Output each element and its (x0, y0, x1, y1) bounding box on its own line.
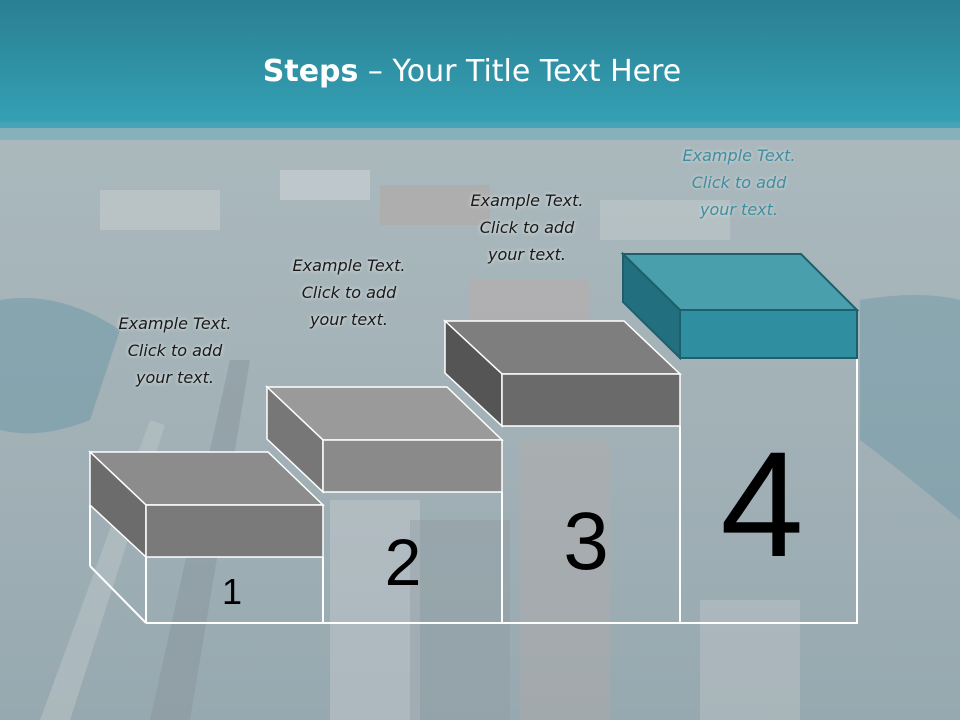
step-1-caption[interactable]: Example Text. Click to add your text. (90, 310, 260, 391)
slide-title[interactable]: Steps – Your Title Text Here (0, 54, 944, 89)
step-1-caption-line2: Click to add (127, 341, 223, 360)
step-1-caption-line1: Example Text. (118, 314, 232, 333)
step-4-caption-line3: your text. (699, 200, 778, 219)
building (700, 600, 800, 720)
step-4-caption-line2: Click to add (691, 173, 787, 192)
step-4-number: 4 (720, 420, 803, 588)
step-4-block[interactable] (620, 251, 860, 361)
building (600, 200, 730, 240)
step-1-front (145, 504, 324, 558)
step-3-number: 3 (563, 496, 609, 587)
water-right (860, 295, 960, 520)
step-3-front (501, 373, 681, 427)
step-3-block[interactable] (443, 319, 682, 428)
step-2-block[interactable] (265, 385, 504, 494)
step-3-caption-line3: your text. (487, 245, 566, 264)
building (410, 520, 510, 720)
building (470, 280, 590, 320)
step-1-number: 1 (222, 571, 242, 612)
header-band (0, 0, 960, 128)
title-bold: Steps (262, 54, 359, 89)
building (380, 185, 490, 225)
outline-base-diagonal (89, 565, 147, 624)
step-3-caption-line2: Click to add (479, 218, 575, 237)
building (100, 190, 220, 230)
step-3-caption[interactable]: Example Text. Click to add your text. (442, 187, 612, 268)
step-2-caption[interactable]: Example Text. Click to add your text. (264, 252, 434, 333)
step-4-front (679, 309, 858, 359)
step-2-caption-line1: Example Text. (292, 256, 406, 275)
step-2-caption-line3: your text. (309, 310, 388, 329)
step-4-caption[interactable]: Example Text. Click to add your text. (654, 142, 824, 223)
stair-outline (89, 358, 858, 624)
step-1-block[interactable] (88, 450, 325, 559)
water-left (0, 298, 120, 434)
building (520, 440, 610, 720)
header-fade (0, 122, 960, 140)
step-3-caption-line1: Example Text. (470, 191, 584, 210)
outline-bottom (146, 358, 858, 624)
step-4-caption-line1: Example Text. (682, 146, 796, 165)
step-2-caption-line2: Click to add (301, 283, 397, 302)
step-1-caption-line3: your text. (135, 368, 214, 387)
building (330, 500, 420, 720)
building (280, 170, 370, 200)
step-2-front (322, 439, 503, 493)
title-text: – Your Title Text Here (358, 54, 682, 89)
step-2-number: 2 (385, 525, 422, 599)
